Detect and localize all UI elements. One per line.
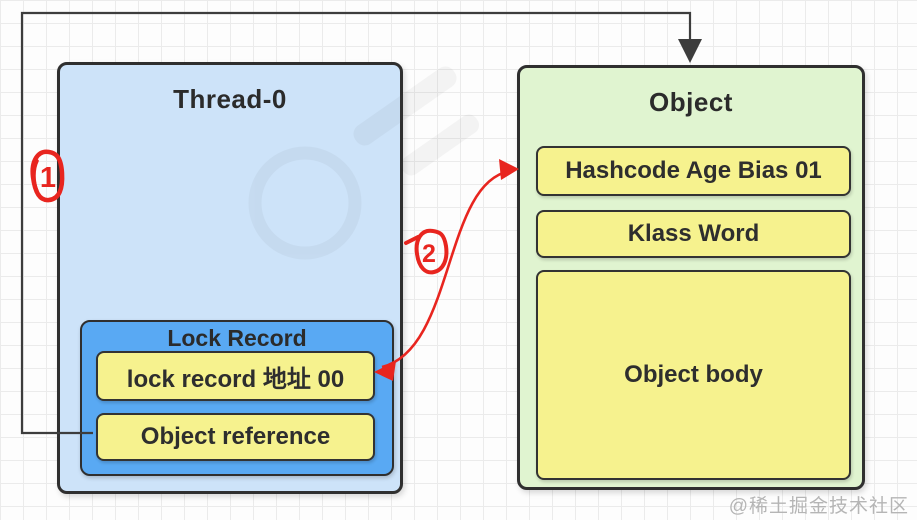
swap-arrowhead-upper-icon <box>499 159 519 180</box>
mark-word-slot: Hashcode Age Bias 01 <box>536 146 851 196</box>
object-reference-slot: Object reference <box>96 413 375 461</box>
object-body-slot: Object body <box>536 270 851 480</box>
lock-record-title: Lock Record <box>167 325 307 351</box>
thread-box: Thread-0 Lock Record lock record 地址 00 O… <box>57 62 403 494</box>
annotation-1-label: 1 <box>40 162 56 194</box>
lock-record-box: Lock Record lock record 地址 00 Object ref… <box>80 320 394 476</box>
klass-word-slot: Klass Word <box>536 210 851 258</box>
lock-record-address-slot: lock record 地址 00 <box>96 351 375 401</box>
annotation-2-label: 2 <box>422 240 436 268</box>
object-box: Object Hashcode Age Bias 01 Klass Word O… <box>517 65 865 490</box>
thread-box-title: Thread-0 <box>173 84 287 114</box>
annotation-2-circle: 2 <box>404 228 449 275</box>
pointer-arrowhead-icon <box>678 39 702 63</box>
object-box-title: Object <box>649 87 733 117</box>
community-watermark: @稀土掘金技术社区 <box>728 496 909 517</box>
